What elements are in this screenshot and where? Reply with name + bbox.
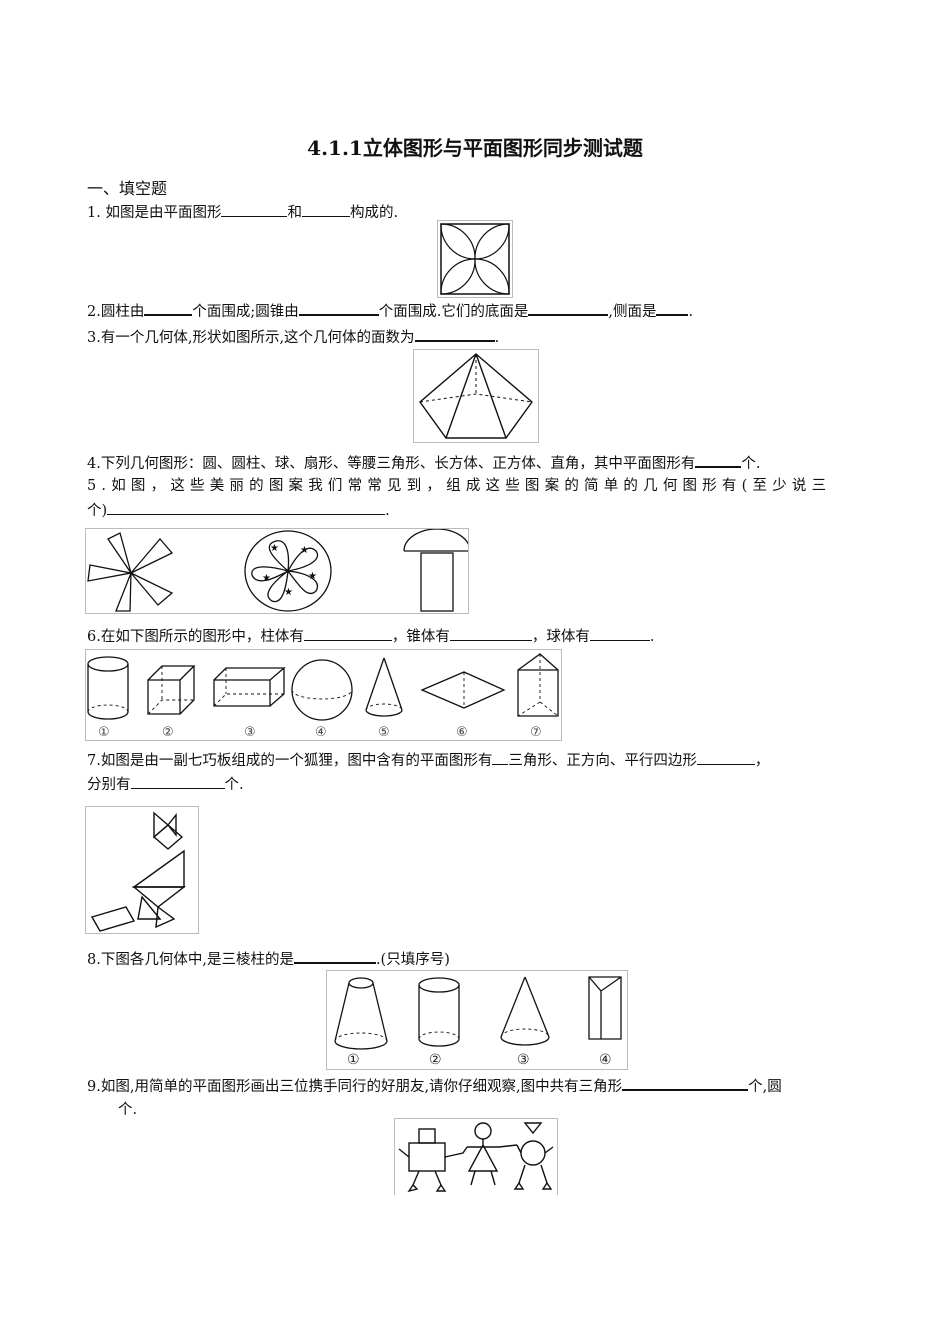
q7-text-b: 三角形、正方向、平行四边形 — [508, 753, 697, 769]
q7-blank-2[interactable] — [696, 750, 755, 765]
q6-solids-figure: ① ② ③ ④ ⑤ ⑥ ⑦ — [85, 649, 562, 741]
q8-solids-figure: ① ② ③ ④ — [326, 970, 628, 1070]
svg-text:★: ★ — [308, 571, 317, 582]
q2-blank-4[interactable] — [656, 300, 689, 316]
svg-text:★: ★ — [300, 545, 309, 556]
q1-text-c: 构成的. — [349, 205, 399, 221]
svg-text:★: ★ — [270, 543, 279, 554]
q6-blank-3[interactable] — [589, 626, 650, 641]
q2-text-b: 个面围成;圆锥由 — [192, 304, 299, 320]
q8-label-4: ④ — [599, 1052, 612, 1068]
q7-blank-3[interactable] — [130, 774, 225, 789]
q8-label-3: ③ — [517, 1052, 530, 1068]
q9-text-c: 个. — [118, 1102, 138, 1118]
q3-pyramid-figure — [413, 349, 539, 443]
q1-blank-1[interactable] — [221, 202, 288, 217]
q6-label-1: ① — [98, 725, 110, 740]
question-8: 8.下图各几何体中,是三棱柱的是 .(只填序号) — [87, 948, 450, 970]
q5-patterns-figure: ★ ★ ★ ★ ★ — [85, 528, 469, 614]
q3-text-b: . — [494, 330, 500, 346]
q7-text-c: ， — [754, 753, 770, 769]
question-1: 1. 如图是由平面图形 和 构成的. — [87, 202, 398, 223]
q3-text-a: 3.有一个几何体,形状如图所示,这个几何体的面数为 — [87, 330, 415, 346]
q7-blank-1[interactable] — [492, 750, 509, 765]
question-9-line-2: 个. — [118, 1100, 137, 1120]
q8-label-1: ① — [347, 1052, 360, 1068]
q1-blank-2[interactable] — [301, 202, 350, 217]
q8-text-b: .(只填序号) — [375, 952, 450, 968]
question-4: 4.下列几何图形：圆、圆柱、球、扇形、等腰三角形、长方体、正方体、直角，其中平面… — [87, 452, 760, 474]
question-3: 3.有一个几何体,形状如图所示,这个几何体的面数为. — [87, 326, 499, 348]
question-5-line-2: 个). — [87, 500, 390, 521]
q2-blank-1[interactable] — [144, 300, 193, 316]
q2-text-a: 2.圆柱由 — [87, 304, 145, 320]
question-9-line-1: 9.如图,用简单的平面图形画出三位携手同行的好朋友,请你仔细观察,图中共有三角形… — [87, 1075, 782, 1097]
q8-label-2: ② — [429, 1052, 442, 1068]
q6-text-d: . — [649, 629, 655, 645]
q9-blank-1[interactable] — [622, 1075, 749, 1091]
q6-label-4: ④ — [315, 725, 327, 740]
q4-blank-1[interactable] — [695, 452, 742, 468]
q3-blank-1[interactable] — [414, 326, 495, 342]
q7-text-d: 分别有 — [87, 777, 131, 793]
q7-fox-figure — [85, 806, 199, 934]
q2-text-d: ,侧面是 — [608, 304, 657, 320]
q8-text-a: 8.下图各几何体中,是三棱柱的是 — [87, 952, 294, 968]
section-heading: 一、填空题 — [87, 179, 168, 198]
q8-blank-1[interactable] — [293, 948, 376, 964]
q6-label-5: ⑤ — [378, 725, 390, 740]
q9-text-a: 9.如图,用简单的平面图形画出三位携手同行的好朋友,请你仔细观察,图中共有三角形 — [87, 1079, 623, 1095]
q9-friends-figure — [394, 1118, 558, 1195]
q6-label-6: ⑥ — [456, 725, 468, 740]
q5-text-c: . — [385, 503, 390, 519]
question-2: 2.圆柱由 个面围成;圆锥由 个面围成.它们的底面是 ,侧面是. — [87, 300, 693, 322]
q2-text-e: . — [688, 304, 694, 320]
page-title: 4.1.1立体图形与平面图形同步测试题 — [307, 136, 643, 160]
q1-text-a: 1. 如图是由平面图形 — [87, 205, 222, 221]
q7-text-e: 个. — [224, 777, 244, 793]
q9-text-b: 个,圆 — [748, 1079, 782, 1095]
q2-blank-3[interactable] — [528, 300, 609, 316]
q7-text-a: 7.如图是由一副七巧板组成的一个狐狸，图中含有的平面图形有 — [87, 753, 493, 769]
q5-blank-1[interactable] — [107, 500, 386, 515]
svg-text:★: ★ — [284, 587, 293, 598]
q6-text-a: 6.在如下图所示的图形中，柱体有 — [87, 629, 304, 645]
q5-text-b: 个) — [87, 503, 108, 519]
q6-text-c: ，球体有 — [531, 629, 590, 645]
q6-label-7: ⑦ — [530, 725, 542, 740]
q6-blank-2[interactable] — [449, 626, 532, 641]
question-5-line-1: 5.如图，这些美丽的图案我们常常见到，组成这些图案的简单的几何图形有(至少说三 — [87, 476, 857, 496]
question-6: 6.在如下图所示的图形中，柱体有 ，锥体有 ，球体有. — [87, 626, 654, 647]
q4-text-b: 个. — [741, 456, 761, 472]
q6-text-b: ，锥体有 — [391, 629, 450, 645]
q1-text-b: 和 — [287, 205, 302, 221]
q2-blank-2[interactable] — [298, 300, 379, 316]
q5-text-a: 5.如图，这些美丽的图案我们常常见到，组成这些图案的简单的几何图形有(至少说三 — [87, 478, 832, 494]
q4-text-a: 4.下列几何图形：圆、圆柱、球、扇形、等腰三角形、长方体、正方体、直角，其中平面… — [87, 456, 696, 472]
q6-blank-1[interactable] — [303, 626, 392, 641]
q6-label-3: ③ — [244, 725, 256, 740]
svg-text:★: ★ — [262, 573, 271, 584]
question-7-line-1: 7.如图是由一副七巧板组成的一个狐狸，图中含有的平面图形有三角形、正方向、平行四… — [87, 750, 769, 771]
q1-figure — [437, 220, 513, 298]
q6-label-2: ② — [162, 725, 174, 740]
question-7-line-2: 分别有 个. — [87, 774, 244, 795]
q2-text-c: 个面围成.它们的底面是 — [378, 304, 529, 320]
